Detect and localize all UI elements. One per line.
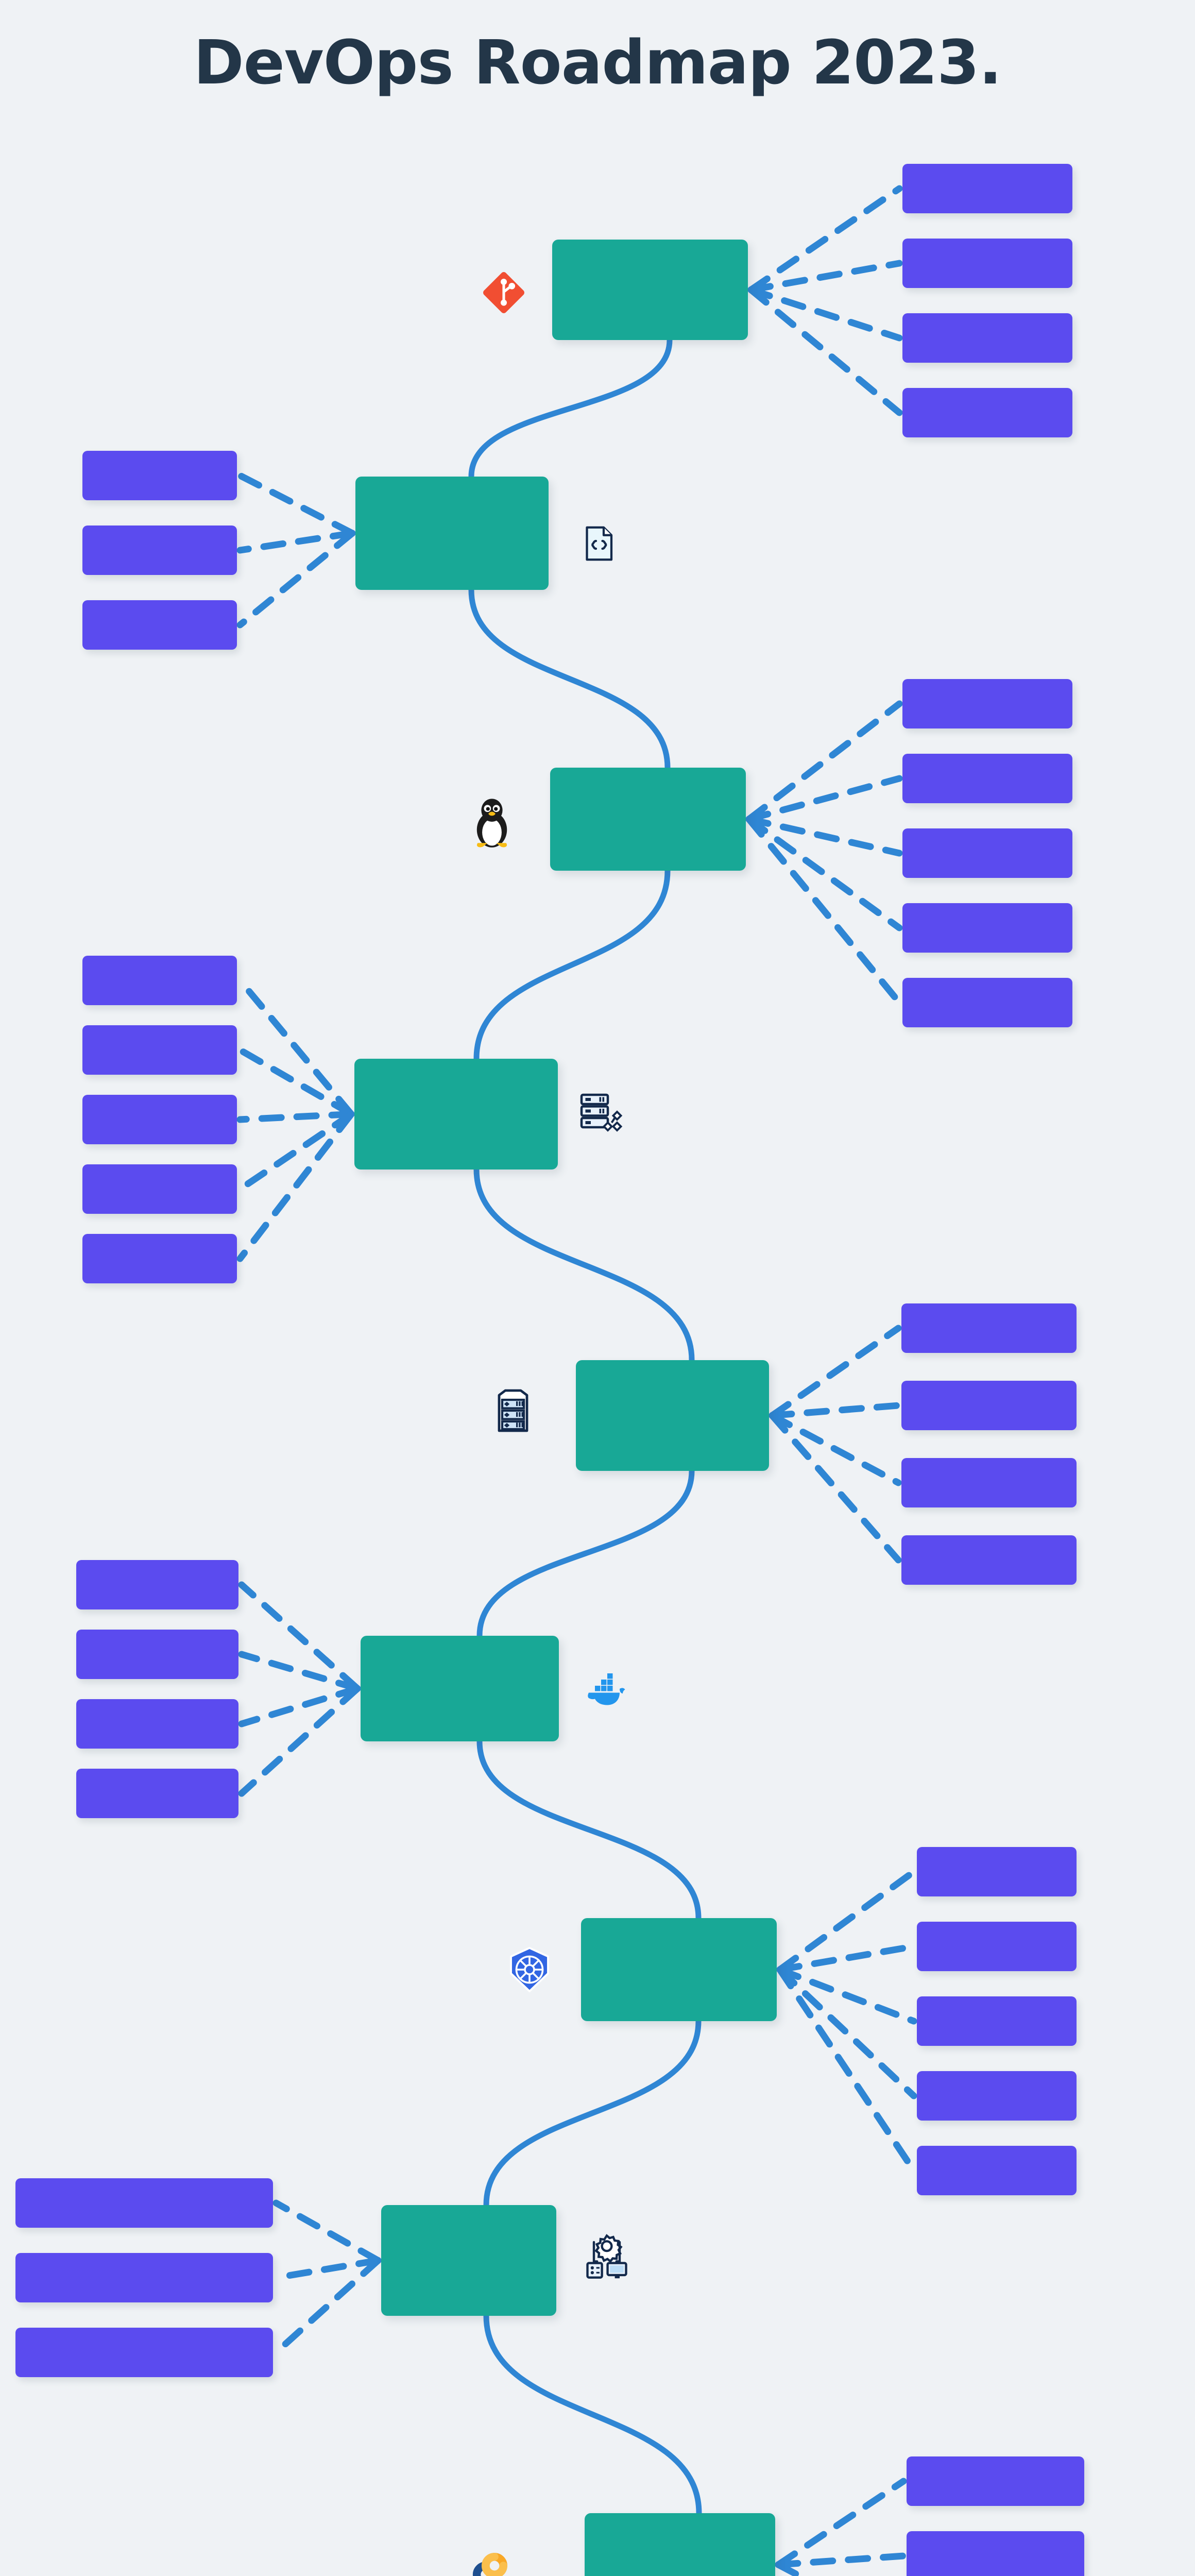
leaf-connector: [769, 1412, 902, 1564]
leaf-node[interactable]: [15, 2178, 273, 2228]
spine-connector: [483, 2018, 702, 2208]
leaf-connector: [236, 1111, 355, 1123]
leaf-node[interactable]: [907, 2531, 1084, 2576]
main-node-step-9[interactable]: [585, 2513, 775, 2576]
leaf-connector: [272, 2199, 382, 2264]
leaf-connector: [776, 1966, 917, 2174]
leaf-node[interactable]: [902, 903, 1072, 953]
leaf-connector: [236, 1046, 355, 1117]
spine-connector: [476, 1738, 702, 1921]
leaf-connector: [747, 260, 903, 293]
leaf-connector: [775, 2552, 907, 2568]
main-node-step-1[interactable]: [552, 240, 748, 340]
leaf-node[interactable]: [901, 1535, 1077, 1585]
main-node-step-4[interactable]: [354, 1059, 558, 1170]
spine-connector: [468, 337, 673, 480]
leaf-node[interactable]: [902, 754, 1072, 803]
leaf-node[interactable]: [902, 978, 1072, 1027]
leaf-connector: [776, 1966, 917, 2099]
main-node-step-6[interactable]: [361, 1636, 559, 1741]
page-title: DevOps Roadmap 2023.: [193, 27, 1002, 98]
infrastructure-gear-icon: [581, 2231, 633, 2282]
kubernetes-helm-icon: [505, 1945, 554, 1994]
leaf-node[interactable]: [902, 164, 1072, 213]
leaf-node[interactable]: [15, 2253, 273, 2302]
leaf-node[interactable]: [82, 526, 237, 575]
main-node-step-5[interactable]: [576, 1360, 769, 1471]
leaf-connector: [745, 816, 903, 857]
leaf-node[interactable]: [76, 1630, 238, 1679]
leaf-node[interactable]: [902, 239, 1072, 288]
leaf-node[interactable]: [15, 2328, 273, 2377]
leaf-node[interactable]: [902, 388, 1072, 437]
leaf-node[interactable]: [76, 1769, 238, 1818]
leaf-connector: [775, 2561, 807, 2576]
leaf-node[interactable]: [917, 1996, 1077, 2046]
leaf-node[interactable]: [82, 1164, 237, 1214]
leaf-connector: [236, 530, 356, 629]
leaf-node[interactable]: [82, 451, 237, 500]
leaf-connector: [236, 1111, 355, 1262]
leaf-node[interactable]: [907, 2456, 1084, 2506]
main-node-step-8[interactable]: [381, 2205, 556, 2316]
leaf-node[interactable]: [901, 1381, 1077, 1430]
leaf-connector: [272, 2257, 382, 2281]
leaf-node[interactable]: [76, 1699, 238, 1749]
leaf-connector: [236, 530, 356, 554]
leaf-connector: [776, 1868, 917, 1973]
main-node-step-7[interactable]: [581, 1918, 777, 2021]
leaf-connector: [769, 1325, 902, 1419]
spine-connector: [473, 868, 671, 1062]
leaf-node[interactable]: [917, 2146, 1077, 2195]
main-node-step-3[interactable]: [550, 768, 746, 871]
leaf-node[interactable]: [76, 1560, 238, 1609]
leaf-connector: [769, 1412, 902, 1486]
leaf-node[interactable]: [82, 1234, 237, 1283]
leaf-connector: [272, 2257, 382, 2356]
leaf-node[interactable]: [901, 1303, 1077, 1353]
spine-connector: [468, 587, 671, 771]
leaf-connector: [236, 977, 355, 1117]
leaf-node[interactable]: [82, 1095, 237, 1144]
leaf-connector: [238, 1651, 361, 1692]
spine-connector: [473, 1166, 695, 1363]
leaf-node[interactable]: [901, 1458, 1077, 1507]
leaf-connector: [745, 816, 903, 1006]
leaf-connector: [775, 2478, 907, 2568]
leaf-node[interactable]: [82, 600, 237, 650]
leaf-connector: [769, 1402, 902, 1419]
code-file-icon: [578, 523, 619, 564]
leaf-node[interactable]: [917, 1847, 1077, 1896]
leaf-connector: [238, 1581, 361, 1692]
leaf-connector: [238, 1685, 361, 1797]
leaf-connector: [747, 286, 903, 342]
leaf-connector: [776, 1966, 917, 2025]
leaf-node[interactable]: [902, 828, 1072, 878]
leaf-connector: [236, 1111, 355, 1193]
leaf-node[interactable]: [82, 956, 237, 1005]
spine-connector: [483, 2313, 702, 2516]
leaf-node[interactable]: [902, 679, 1072, 728]
leaf-connector: [747, 185, 903, 293]
leaf-connector: [745, 775, 903, 823]
leaf-connector: [747, 286, 903, 416]
leaf-connector: [745, 700, 903, 823]
leaf-connector: [238, 1685, 361, 1727]
linux-penguin-icon: [464, 793, 520, 850]
devops-infinity-icon: [466, 2537, 523, 2576]
leaf-connector: [776, 1943, 917, 1973]
leaf-node[interactable]: [917, 2071, 1077, 2121]
leaf-node[interactable]: [917, 1922, 1077, 1971]
git-icon: [479, 268, 528, 317]
server-rack-icon: [488, 1386, 538, 1435]
docker-whale-icon: [581, 1664, 630, 1714]
leaf-node[interactable]: [82, 1025, 237, 1075]
network-server-icon: [577, 1087, 626, 1137]
leaf-node[interactable]: [902, 313, 1072, 363]
main-node-step-2[interactable]: [355, 477, 549, 590]
leaf-connector: [745, 816, 903, 931]
spine-connector: [476, 1468, 695, 1639]
leaf-connector: [236, 472, 356, 537]
